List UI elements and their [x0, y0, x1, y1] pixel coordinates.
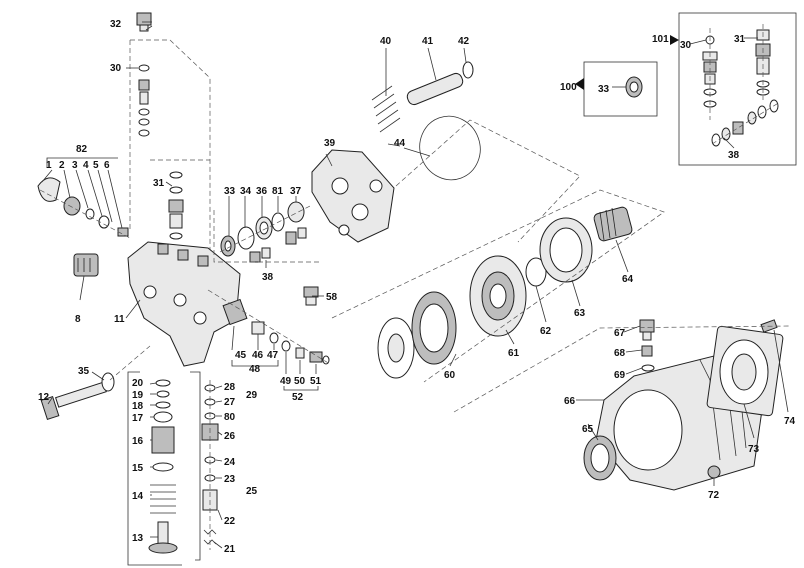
label-69: 69	[614, 370, 626, 381]
label-28: 28	[224, 382, 236, 393]
crank-parts	[331, 189, 665, 383]
label-24: 24	[224, 457, 236, 468]
label-50: 50	[294, 376, 306, 387]
label-17: 17	[132, 413, 144, 424]
label-39: 39	[324, 138, 336, 149]
label-67: 67	[614, 328, 626, 339]
label-22: 22	[224, 516, 236, 527]
label-81: 81	[272, 186, 284, 197]
label-72: 72	[708, 490, 720, 501]
label-80: 80	[224, 412, 236, 423]
label-38-left: 38	[262, 272, 274, 283]
label-31-left: 31	[153, 178, 165, 189]
label-2: 2	[59, 160, 65, 171]
label-19: 19	[132, 390, 144, 401]
label-66: 66	[564, 396, 576, 407]
label-42: 42	[458, 36, 470, 47]
label-45: 45	[235, 350, 247, 361]
label-29: 29	[246, 390, 258, 401]
label-4: 4	[83, 160, 89, 171]
label-14: 14	[132, 491, 144, 502]
label-33: 33	[224, 186, 236, 197]
kit-101-inset	[575, 12, 797, 166]
label-33-kit: 33	[598, 84, 610, 95]
label-8: 8	[75, 314, 81, 325]
label-68: 68	[614, 348, 626, 359]
label-52: 52	[292, 392, 304, 403]
label-20: 20	[132, 378, 144, 389]
pump-head	[311, 61, 581, 243]
label-65: 65	[582, 424, 594, 435]
seal-packs	[213, 201, 320, 263]
label-30-left: 30	[110, 63, 122, 74]
label-25: 25	[246, 486, 258, 497]
label-5: 5	[93, 160, 99, 171]
label-61: 61	[508, 348, 520, 359]
label-62: 62	[540, 326, 552, 337]
label-46: 46	[252, 350, 264, 361]
label-74: 74	[784, 416, 796, 427]
label-1: 1	[46, 160, 52, 171]
label-6: 6	[104, 160, 110, 171]
label-49: 49	[280, 376, 292, 387]
label-32: 32	[110, 19, 122, 30]
label-11: 11	[114, 314, 125, 325]
label-101: 101	[652, 34, 669, 45]
label-3: 3	[72, 160, 78, 171]
label-26: 26	[224, 431, 236, 442]
label-37: 37	[290, 186, 302, 197]
label-44: 44	[394, 138, 406, 149]
label-58: 58	[326, 292, 338, 303]
label-21: 21	[224, 544, 236, 555]
label-35: 35	[78, 366, 90, 377]
label-47: 47	[267, 350, 279, 361]
label-41: 41	[422, 36, 434, 47]
label-40: 40	[380, 36, 392, 47]
label-63: 63	[574, 308, 586, 319]
label-51: 51	[310, 376, 322, 387]
label-30-kit: 30	[680, 40, 692, 51]
label-82: 82	[76, 144, 88, 155]
crankcase	[453, 319, 791, 491]
label-64: 64	[622, 274, 634, 285]
label-73: 73	[748, 444, 760, 455]
label-15: 15	[132, 463, 144, 474]
leader-lines	[41, 21, 789, 549]
label-48: 48	[249, 364, 261, 375]
label-27: 27	[224, 397, 236, 408]
label-34: 34	[240, 186, 252, 197]
label-38-kit: 38	[728, 150, 740, 161]
label-36: 36	[256, 186, 268, 197]
part-labels: 32 30 82 1 2 3 4 5 6 31 8 11 35 12 33 34…	[38, 19, 796, 555]
label-23: 23	[224, 474, 236, 485]
label-60: 60	[444, 370, 456, 381]
label-100: 100	[560, 82, 577, 93]
label-18: 18	[132, 401, 144, 412]
label-16: 16	[132, 436, 144, 447]
label-12: 12	[38, 392, 50, 403]
manifold-assembly	[37, 12, 331, 420]
label-13: 13	[132, 533, 144, 544]
label-31-kit: 31	[734, 34, 746, 45]
